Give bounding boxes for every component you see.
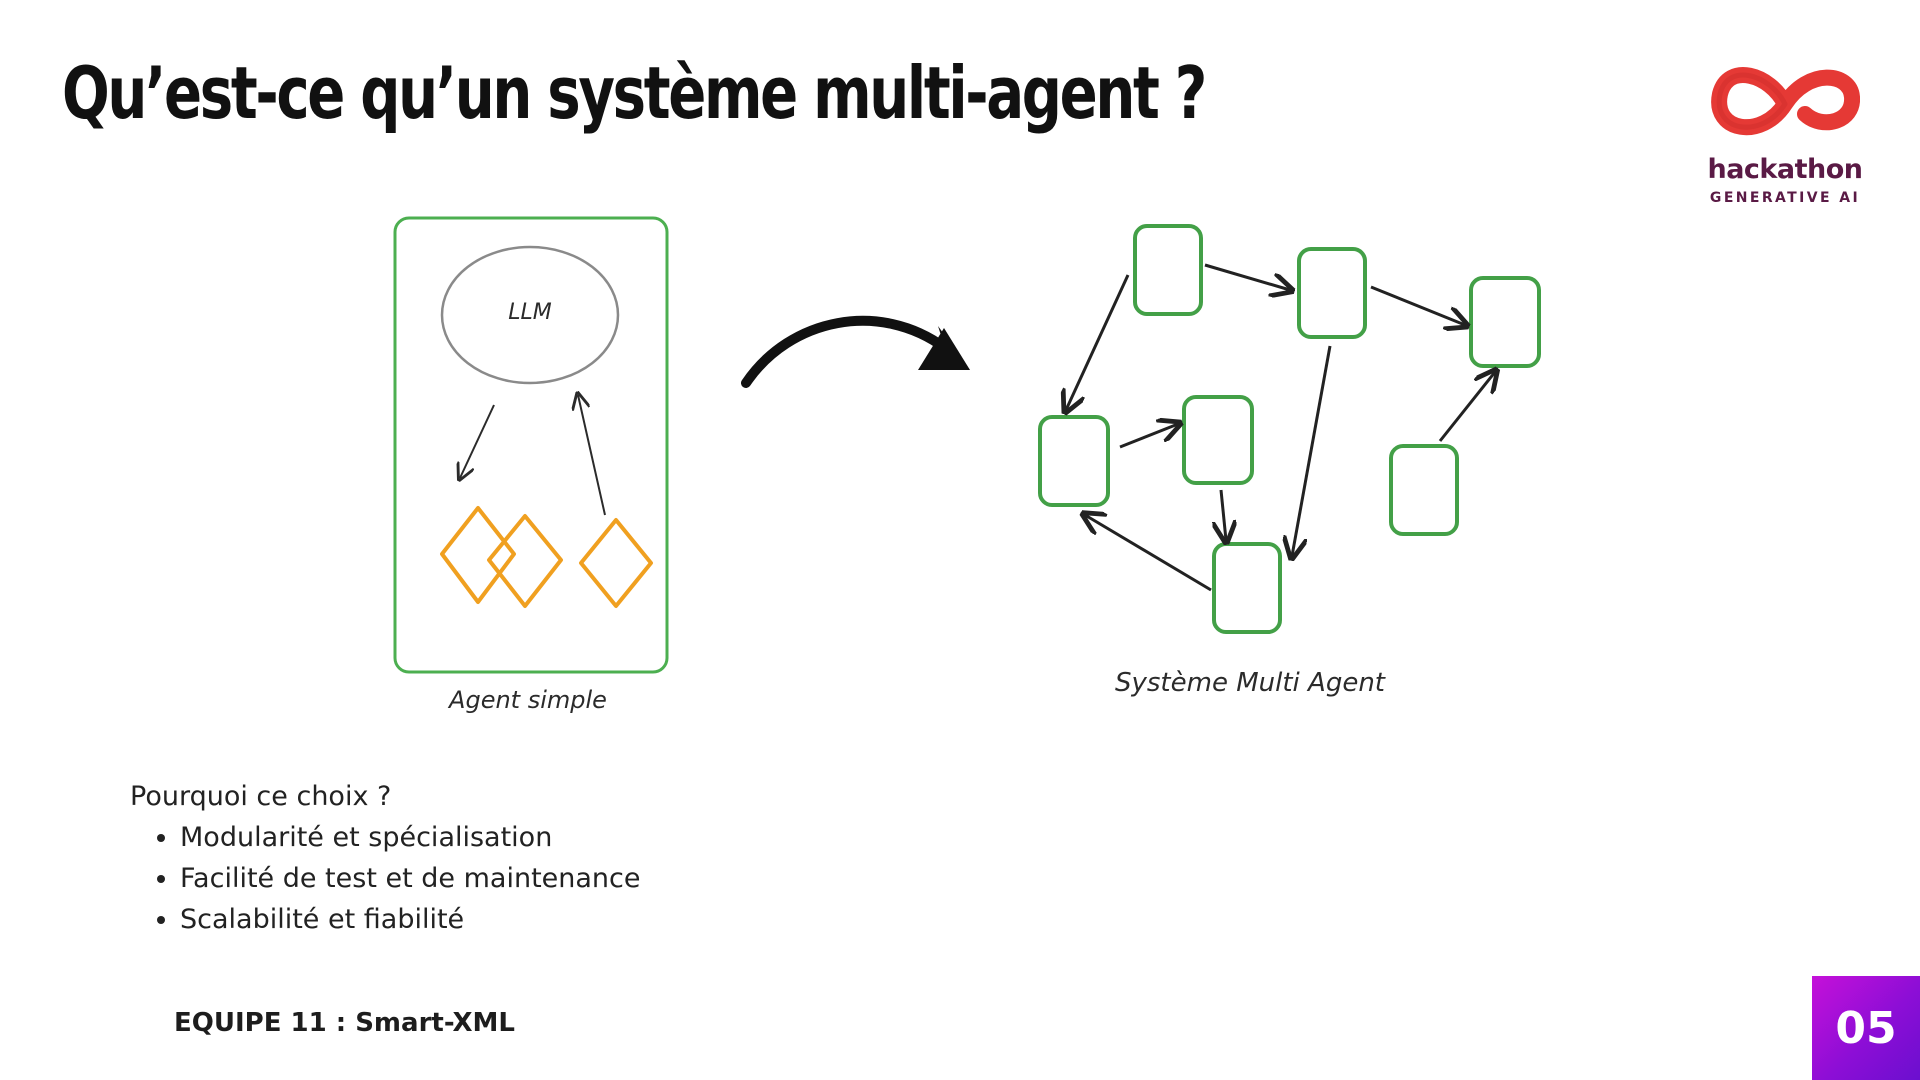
simple-agent-frame — [393, 216, 669, 674]
simple-agent-caption: Agent simple — [447, 686, 607, 714]
agent-node — [1389, 444, 1459, 536]
tool-diamond — [487, 514, 563, 608]
logo-name: hackathon — [1707, 154, 1863, 185]
agent-node — [1469, 276, 1541, 368]
agent-link-arrow — [1085, 515, 1212, 592]
reason-item: Scalabilité et fiabilité — [180, 899, 641, 940]
agent-link-arrow — [1221, 489, 1226, 540]
logo-subtitle: GENERATIVE AI — [1709, 190, 1861, 206]
llm-circle — [440, 245, 620, 385]
agent-link-arrow — [1292, 345, 1332, 556]
agent-link-arrow — [1119, 424, 1178, 449]
team-label: EQUIPE 11 : Smart-XML — [174, 1008, 515, 1038]
agent-comparison-diagram: LLM Agent simple Système Multi Agent — [393, 216, 1541, 714]
simple-agent: LLM Agent simple — [393, 216, 669, 714]
agent-node — [1212, 542, 1282, 634]
page-number: 05 — [1835, 1002, 1897, 1054]
reason-item: Facilité de test et de maintenance — [180, 858, 641, 899]
curved-arrow-icon — [741, 315, 970, 388]
multi-agent-system: Système Multi Agent — [1038, 224, 1541, 698]
agent-link-arrow — [1204, 263, 1290, 290]
reason-item: Modularité et spécialisation — [180, 817, 641, 858]
multi-agent-caption: Système Multi Agent — [1115, 668, 1386, 698]
reasons-heading: Pourquoi ce choix ? — [130, 781, 392, 812]
agent-node — [1038, 415, 1110, 507]
agent-link-arrow — [1438, 372, 1495, 442]
agent-link-arrow — [1066, 274, 1130, 410]
tools-to-llm-arrow — [578, 395, 606, 516]
page-number-badge: 05 — [1812, 976, 1920, 1080]
llm-to-tools-arrow — [460, 404, 495, 478]
agent-node — [1182, 395, 1254, 485]
agent-link-arrow — [1370, 285, 1465, 325]
tool-diamond — [440, 506, 516, 604]
hackathon-logo: hackathon GENERATIVE AI — [1700, 52, 1870, 212]
reasons-block: Pourquoi ce choix ? Modularité et spécia… — [130, 776, 641, 940]
reasons-list: Modularité et spécialisation Facilité de… — [130, 817, 641, 940]
agent-node — [1297, 247, 1367, 339]
tool-diamond — [579, 518, 653, 608]
infinity-icon — [1711, 67, 1860, 136]
slide-title: Qu’est-ce qu’un système multi-agent ? — [62, 51, 1207, 135]
agent-node — [1133, 224, 1203, 316]
llm-label: LLM — [508, 300, 552, 325]
